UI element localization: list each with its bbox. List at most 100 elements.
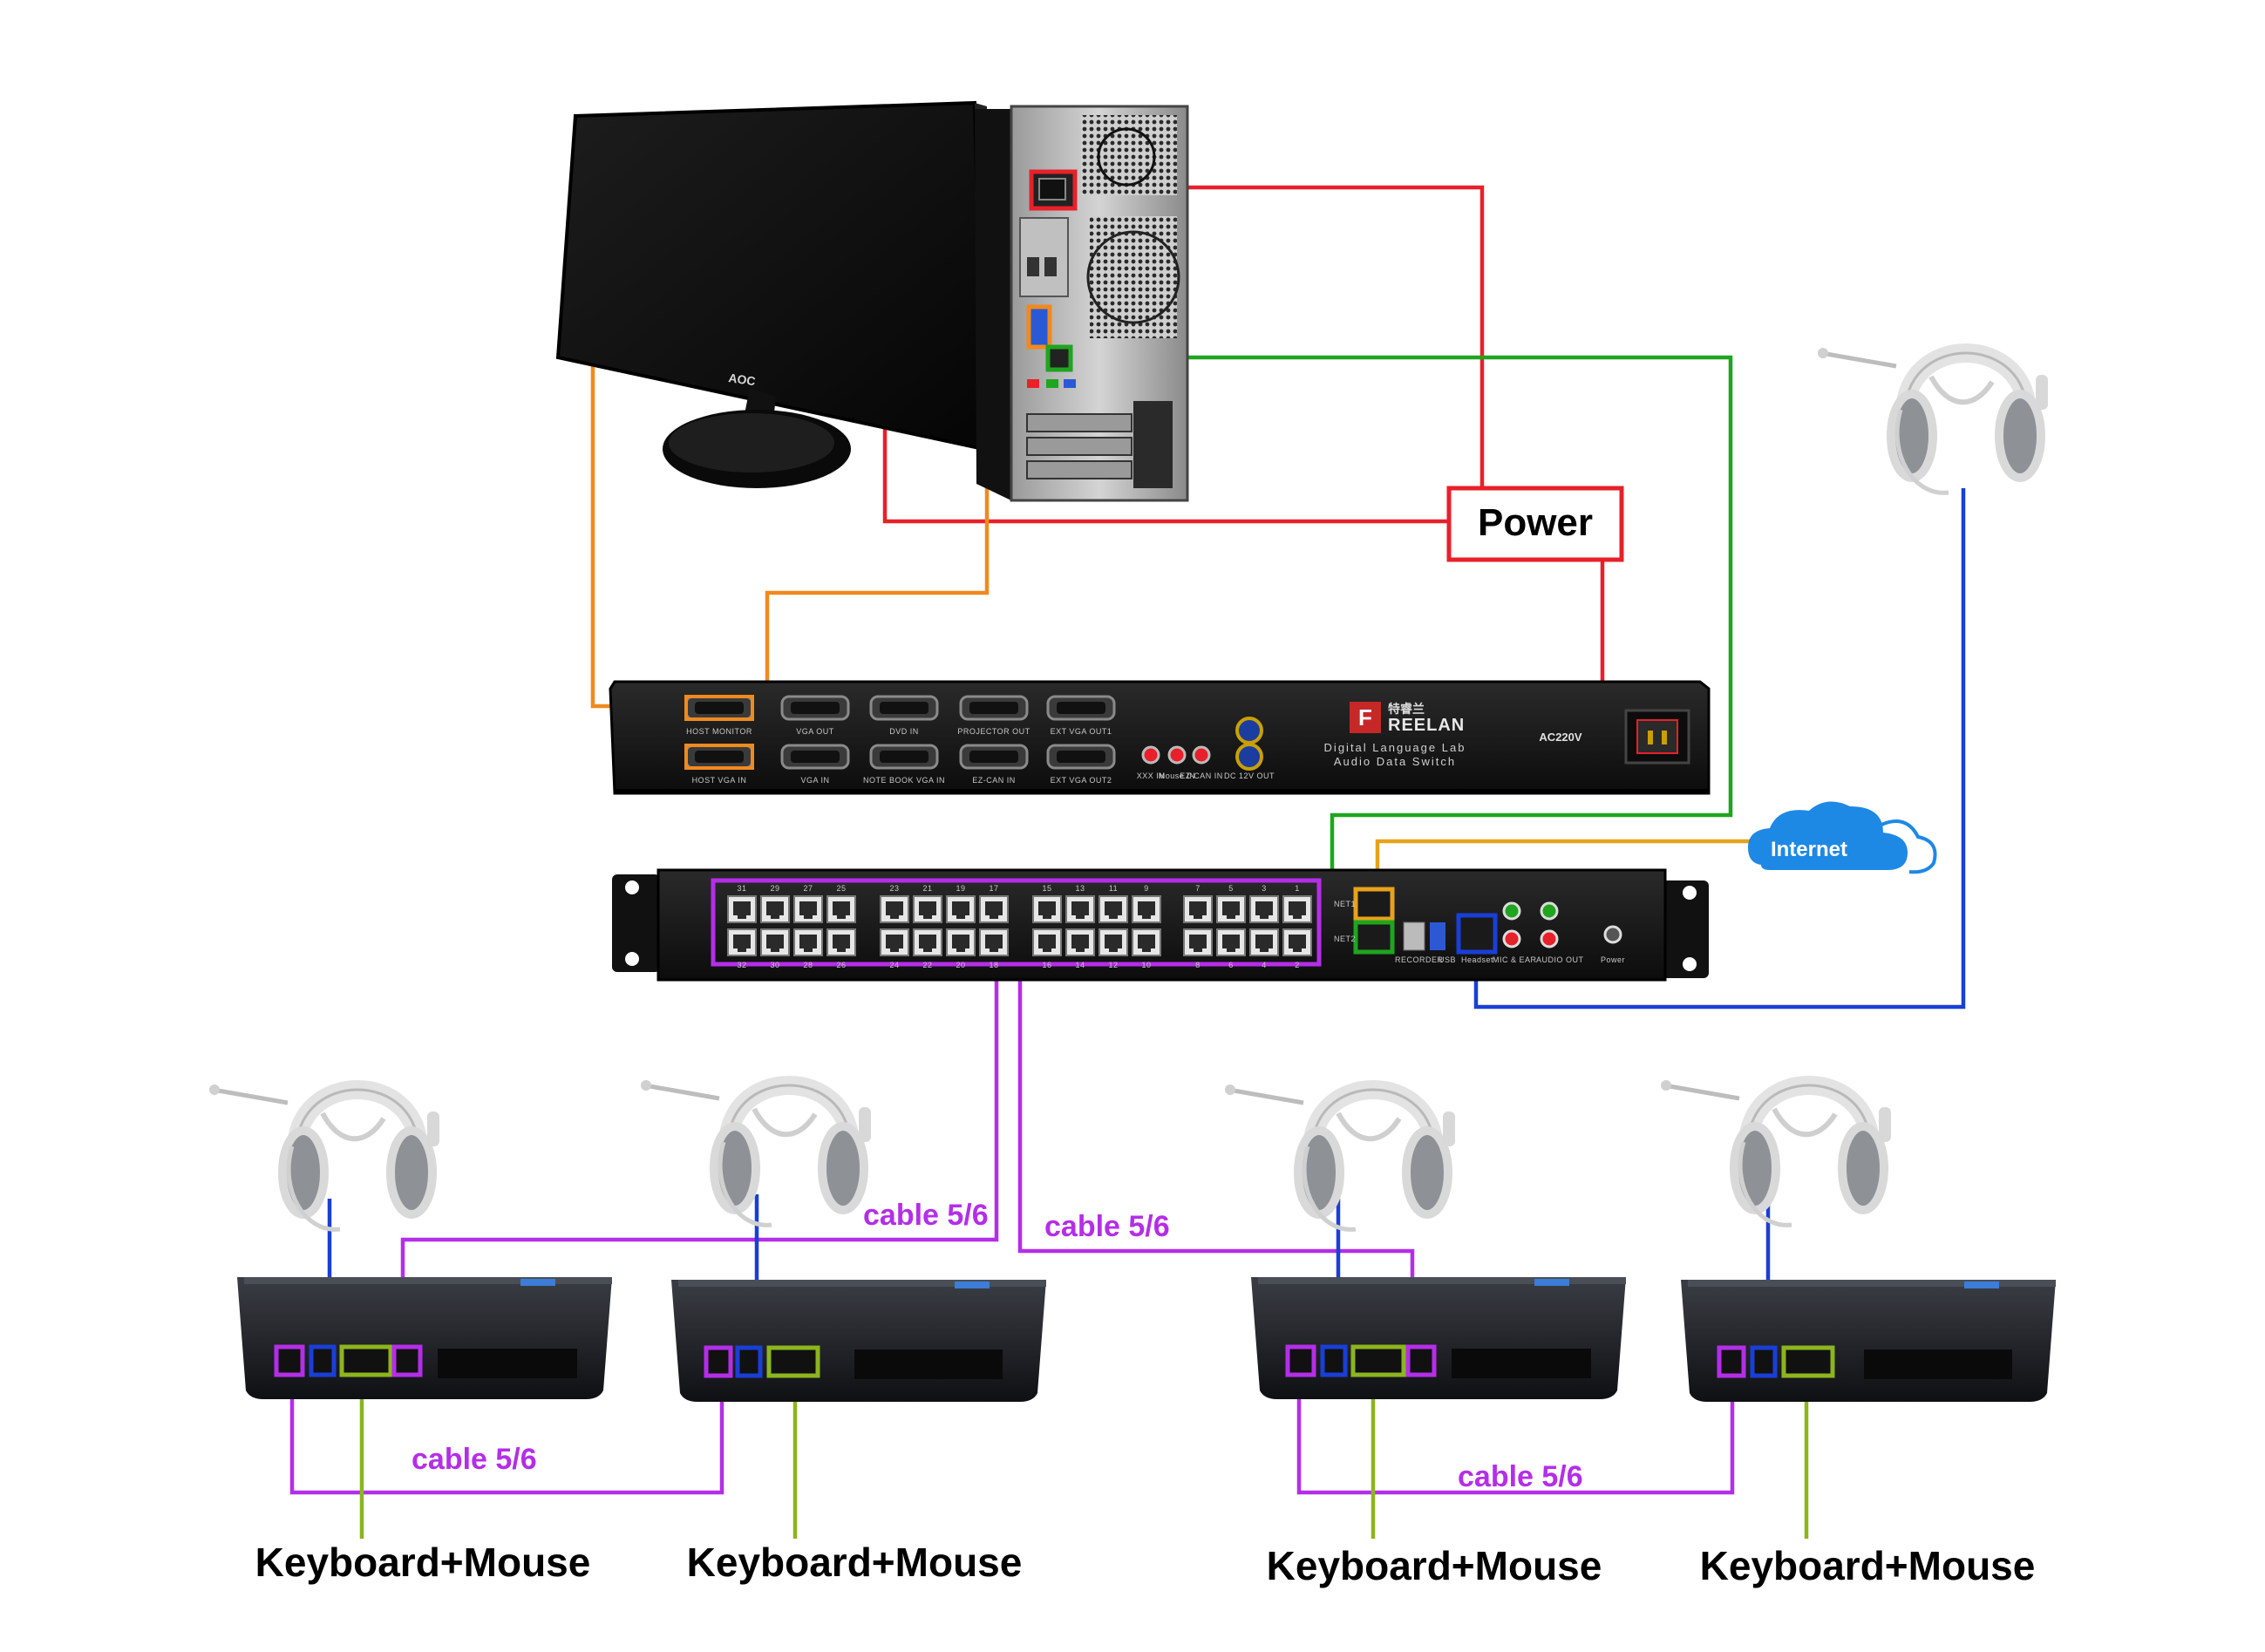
rj45-port	[1282, 895, 1312, 923]
port-number: 6	[1228, 961, 1234, 969]
pc-vga-port	[1026, 304, 1052, 350]
port-number: 14	[1075, 961, 1085, 969]
port-number: 8	[1195, 961, 1201, 969]
vga-port: HOST MONITOR	[684, 695, 754, 736]
vga-port-label: HOST VGA IN	[692, 776, 747, 785]
pc-lan-port	[1045, 344, 1073, 372]
port-number: 24	[889, 961, 899, 969]
monitor-brand: AOC	[728, 371, 757, 388]
port-number: 13	[1075, 884, 1085, 893]
rj45-port	[1216, 928, 1246, 956]
rj45-port	[1183, 895, 1213, 923]
rj45-bank-highlight	[711, 878, 1322, 967]
rj45-port	[793, 895, 823, 923]
port-number: 7	[1195, 884, 1201, 893]
rj45-port	[979, 928, 1009, 956]
power-button	[1603, 925, 1622, 944]
host-monitor-port	[684, 695, 754, 721]
power-cable-monitor	[882, 410, 1449, 524]
port-number: 18	[989, 961, 998, 969]
internet-cloud: Internet	[1748, 801, 1937, 874]
rj45-port	[1098, 895, 1128, 923]
rj45-port	[1065, 895, 1095, 923]
rj45-port	[880, 928, 909, 956]
teacher-headset-port	[1456, 913, 1498, 955]
vga-port: HOST VGA IN	[684, 744, 754, 785]
cable-label-2: cable 5/6	[1044, 1210, 1170, 1243]
port-number: 11	[1109, 884, 1118, 893]
student-terminal-2	[671, 1280, 1046, 1402]
power-label-box: Power	[1446, 486, 1624, 562]
port-number: 30	[770, 961, 779, 969]
port-number: 22	[922, 961, 932, 969]
port-number-group: 3132293027282526232421221920171815161314…	[737, 884, 1299, 969]
switch-power-label: Power	[1601, 955, 1625, 964]
port-number: 4	[1262, 961, 1267, 969]
mic-label: MIC & EAR	[1493, 955, 1537, 964]
pc-tower	[975, 105, 1189, 502]
rj45-port	[1249, 928, 1279, 956]
port-number: 21	[922, 884, 932, 893]
network-switch: 3132293027282526232421221920171815161314…	[612, 868, 1709, 982]
port-number: 9	[1144, 884, 1149, 893]
audio-out-label: AUDIO OUT	[1536, 955, 1584, 964]
switch-line2: Audio Data Switch	[1334, 755, 1456, 768]
vga-port-label: NOTE BOOK VGA IN	[863, 776, 945, 785]
rj45-port	[1282, 928, 1312, 956]
port-number: 19	[956, 884, 965, 893]
cable-label-1: cable 5/6	[863, 1199, 989, 1232]
rj45-port	[979, 895, 1009, 923]
recorder-label: RECORDER	[1395, 955, 1444, 964]
port-number: 32	[737, 961, 746, 969]
port-number: 12	[1108, 961, 1118, 969]
power-label: Power	[1478, 501, 1593, 544]
port-number: 23	[889, 884, 899, 893]
rj45-port	[913, 928, 942, 956]
vga-port-label: VGA IN	[800, 776, 829, 785]
rj45-port	[826, 928, 856, 956]
vga-port-label: EXT VGA OUT1	[1051, 727, 1112, 736]
student-cable-d	[1296, 1360, 1735, 1495]
audio-jack-label: Mouse IN	[1159, 772, 1196, 780]
rj45-port	[760, 928, 790, 956]
dc-out-label: DC 12V OUT	[1224, 772, 1275, 780]
rj45-port	[1065, 928, 1095, 956]
rj45-port	[913, 895, 942, 923]
student-terminal-4	[1681, 1280, 2056, 1402]
audio-jack-label: EZ-CAN IN	[1180, 772, 1223, 780]
kbm-label-4: Keyboard+Mouse	[1700, 1543, 2036, 1588]
rj45-port	[1132, 895, 1161, 923]
headset-student-1	[209, 1084, 439, 1229]
cable-label-4: cable 5/6	[1458, 1460, 1583, 1493]
port-number: 26	[836, 961, 846, 969]
student-terminal-3	[1251, 1277, 1626, 1399]
vga-port: PROJECTOR OUT	[957, 695, 1030, 736]
port-number: 3	[1262, 884, 1267, 893]
port-number: 17	[989, 884, 998, 893]
brand-name: REELAN	[1388, 716, 1465, 735]
rj45-port	[946, 895, 976, 923]
audio-jack: XXX IN	[1137, 745, 1165, 780]
svg-text:F: F	[1358, 704, 1372, 731]
monitor: AOC	[555, 100, 994, 488]
net1-port	[1353, 887, 1395, 921]
port-number: 10	[1141, 961, 1151, 969]
kbm-label-1: Keyboard+Mouse	[255, 1540, 591, 1585]
cable-label-3: cable 5/6	[412, 1443, 537, 1476]
rj45-port	[727, 895, 757, 923]
vga-port: EXT VGA OUT1	[1046, 695, 1116, 736]
switch-line1: Digital Language Lab	[1324, 741, 1466, 754]
rj45-port	[1249, 895, 1279, 923]
headset-student-4	[1661, 1080, 1891, 1225]
kbm-label-2: Keyboard+Mouse	[687, 1540, 1023, 1585]
rj45-port	[826, 895, 856, 923]
port-number: 28	[803, 961, 813, 969]
rj45-port	[727, 928, 757, 956]
audio-jack: Mouse IN	[1159, 745, 1196, 780]
vga-port-label: VGA OUT	[796, 727, 834, 736]
port-number: 29	[770, 884, 779, 893]
